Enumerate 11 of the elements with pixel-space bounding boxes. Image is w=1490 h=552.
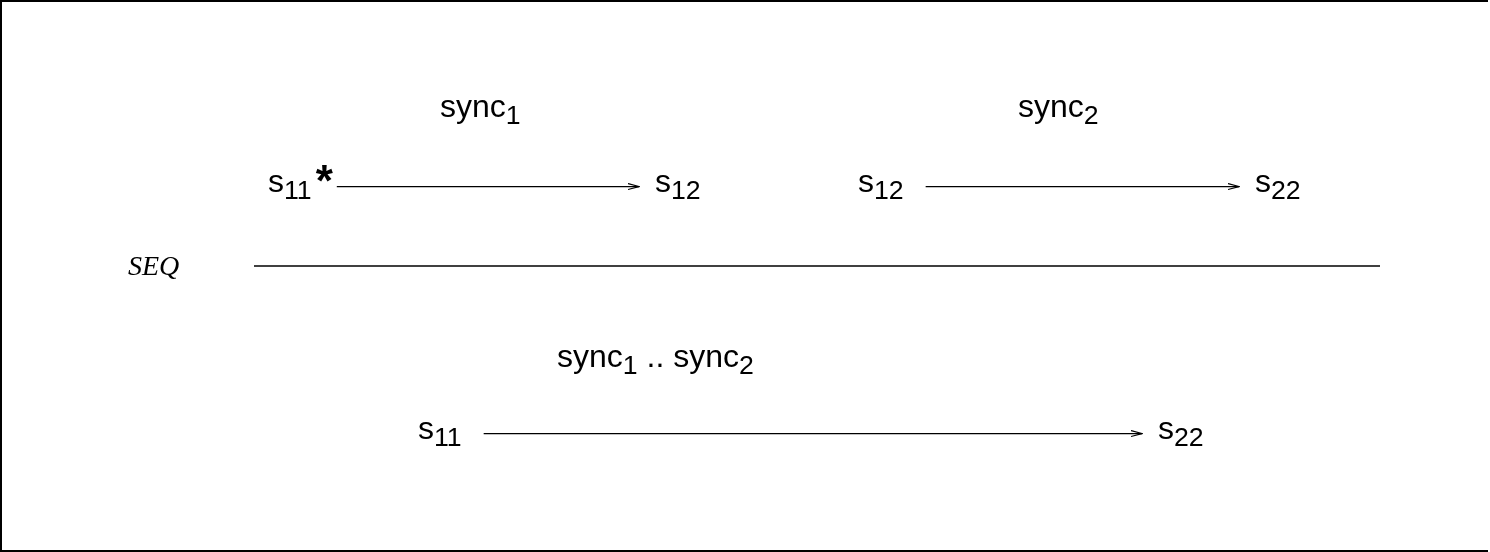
arrow	[483, 429, 1143, 438]
state-label: s$_{12}$	[655, 165, 701, 205]
state-label: s$_{22}$	[1255, 165, 1301, 205]
state-label: s$_{12}$	[858, 165, 904, 205]
arrow	[336, 182, 640, 191]
rule-name: SEQ	[128, 250, 180, 282]
state-label: s$_{11}$	[268, 165, 312, 205]
asterisk-mark: *	[315, 159, 333, 203]
state-label: s$_{11}$	[418, 412, 462, 452]
state-label: s$_{22}$	[1158, 412, 1204, 452]
arrow	[925, 182, 1240, 191]
